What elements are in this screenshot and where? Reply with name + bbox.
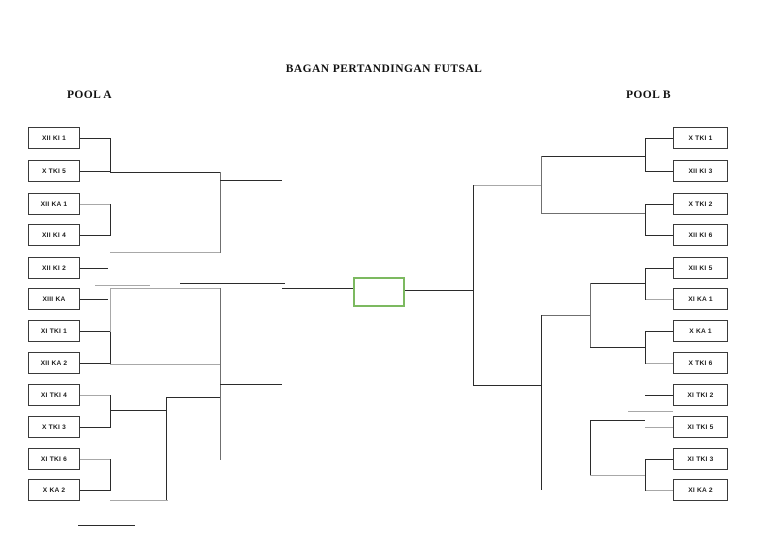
- bracket-line: [473, 185, 541, 186]
- bracket-line: [645, 138, 673, 139]
- bracket-line: [473, 185, 474, 386]
- bracket-line: [645, 395, 673, 396]
- bracket-line: [645, 235, 673, 236]
- team-box[interactable]: XII KA 1: [28, 193, 80, 215]
- team-box[interactable]: X KA 2: [28, 479, 80, 501]
- final-match-box[interactable]: [353, 277, 405, 307]
- bracket-line: [628, 411, 673, 412]
- bracket-line: [473, 385, 541, 386]
- pool-a-heading: POOL A: [67, 89, 112, 101]
- pool-b-heading: POOL B: [626, 89, 671, 101]
- bracket-line: [180, 283, 285, 284]
- bracket-line: [541, 315, 590, 316]
- bracket-line: [110, 288, 220, 289]
- team-box[interactable]: XI TKI 1: [28, 320, 80, 342]
- bracket-line: [220, 288, 221, 365]
- team-box[interactable]: XII KI 2: [28, 257, 80, 279]
- team-box[interactable]: XIII KA: [28, 288, 80, 310]
- bracket-line: [80, 171, 110, 172]
- bracket-line: [80, 395, 110, 396]
- bracket-line: [110, 500, 168, 501]
- bracket-line: [110, 395, 111, 428]
- team-box[interactable]: XI TKI 6: [28, 448, 80, 470]
- bracket-line: [590, 420, 645, 421]
- bracket-line: [645, 204, 646, 236]
- team-box[interactable]: XII KI 3: [673, 160, 728, 182]
- team-box[interactable]: XI TKI 2: [673, 384, 728, 406]
- bracket-line: [80, 331, 110, 332]
- bracket-line: [645, 363, 673, 364]
- team-box[interactable]: X TKI 3: [28, 416, 80, 438]
- bracket-line: [645, 268, 673, 269]
- bracket-line: [645, 490, 673, 491]
- bracket-line: [110, 364, 220, 365]
- bracket-line: [95, 285, 150, 286]
- team-box[interactable]: XII KI 4: [28, 224, 80, 246]
- bracket-line: [590, 347, 645, 348]
- bracket-line: [282, 288, 354, 289]
- bracket-line: [110, 138, 111, 172]
- bracket-line: [110, 410, 166, 411]
- page-title: BAGAN PERTANDINGAN FUTSAL: [285, 63, 483, 75]
- bracket-line: [645, 331, 673, 332]
- bracket-line: [645, 331, 646, 364]
- team-box[interactable]: XI KA 2: [673, 479, 728, 501]
- bracket-line: [590, 420, 591, 475]
- team-box[interactable]: X TKI 5: [28, 160, 80, 182]
- bracket-line: [220, 384, 282, 385]
- team-box[interactable]: X TKI 2: [673, 193, 728, 215]
- bracket-line: [645, 268, 646, 300]
- team-box[interactable]: XII KI 5: [673, 257, 728, 279]
- bracket-line: [645, 299, 673, 300]
- bracket-line: [645, 138, 646, 172]
- bracket-line: [110, 288, 111, 332]
- bracket-line: [80, 235, 110, 236]
- team-box[interactable]: XI TKI 4: [28, 384, 80, 406]
- bracket-line: [110, 459, 111, 491]
- bracket-line: [110, 172, 220, 173]
- bracket-line: [405, 290, 473, 291]
- team-box[interactable]: X TKI 6: [673, 352, 728, 374]
- bracket-line: [166, 397, 220, 398]
- team-box[interactable]: XII KI 6: [673, 224, 728, 246]
- bracket-line: [220, 365, 221, 460]
- bracket-line: [80, 490, 110, 491]
- bracket-line: [590, 283, 591, 347]
- team-box[interactable]: XI KA 1: [673, 288, 728, 310]
- bracket-line: [541, 156, 645, 157]
- team-box[interactable]: X TKI 1: [673, 127, 728, 149]
- team-box[interactable]: XI TKI 5: [673, 416, 728, 438]
- bracket-line: [80, 268, 108, 269]
- bracket-line: [166, 397, 167, 500]
- bracket-line: [645, 171, 673, 172]
- bracket-line: [220, 180, 282, 181]
- bracket-line: [645, 459, 673, 460]
- bracket-line: [590, 283, 645, 284]
- bracket-line: [80, 204, 110, 205]
- bracket-line: [590, 475, 645, 476]
- bracket-line: [645, 204, 673, 205]
- bracket-line: [80, 459, 110, 460]
- bracket-line: [80, 427, 110, 428]
- bracket-line: [645, 459, 646, 491]
- team-box[interactable]: X KA 1: [673, 320, 728, 342]
- bracket-line: [110, 252, 220, 253]
- bracket-line: [80, 299, 108, 300]
- bracket-line: [645, 427, 673, 428]
- bracket-line: [80, 363, 110, 364]
- bracket-line: [220, 172, 221, 253]
- team-box[interactable]: XI TKI 3: [673, 448, 728, 470]
- bracket-line: [541, 213, 645, 214]
- bracket-line: [541, 315, 542, 490]
- bracket-line: [110, 204, 111, 236]
- bracket-line: [110, 331, 111, 364]
- bracket-line: [541, 156, 542, 214]
- bracket-line: [78, 525, 135, 526]
- bracket-line: [80, 138, 110, 139]
- team-box[interactable]: XII KA 2: [28, 352, 80, 374]
- team-box[interactable]: XII KI 1: [28, 127, 80, 149]
